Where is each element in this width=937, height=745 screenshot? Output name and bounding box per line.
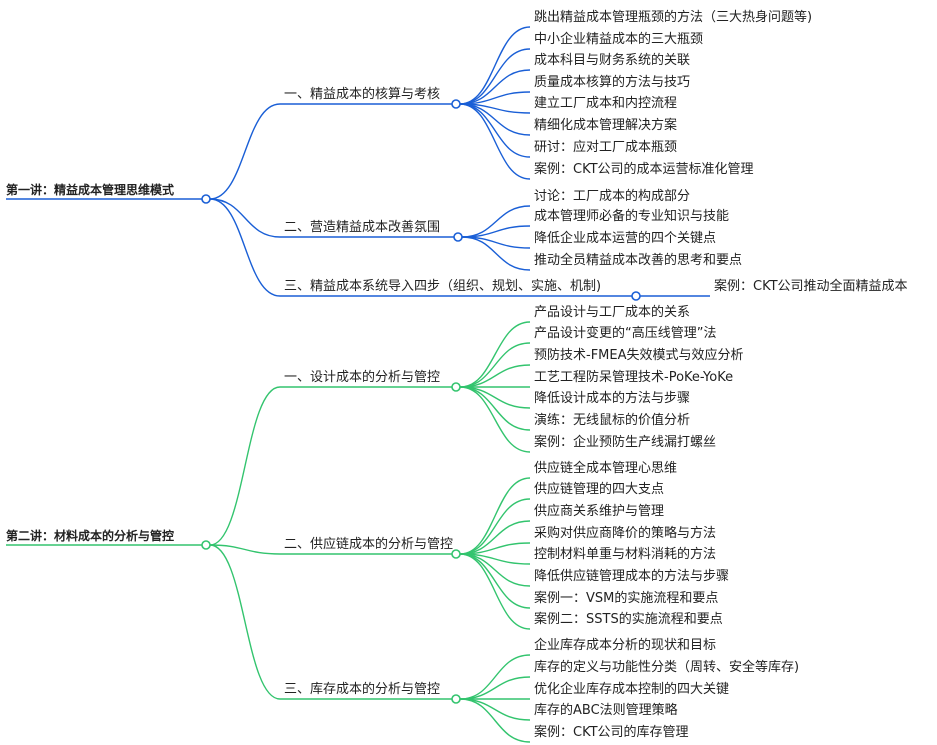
- link-item-2-2-7: [459, 553, 531, 609]
- list-item: 降低设计成本的方法与步骤: [534, 391, 691, 406]
- list-item: 中小企业精益成本的三大瓶颈: [534, 32, 704, 47]
- list-item: 供应链管理的四大支点: [534, 482, 665, 497]
- list-item: 案例：CKT公司推动全面精益成本: [714, 279, 908, 294]
- link-section1-branch1: [209, 103, 281, 200]
- list-item: 供应商关系维护与管理: [534, 504, 665, 519]
- link-section2-branch3: [209, 544, 281, 700]
- list-item: 优化企业库存成本控制的四大关键: [534, 682, 730, 697]
- link-item-2-1-6: [459, 386, 531, 431]
- list-item: 讨论：工厂成本的构成部分: [534, 189, 691, 204]
- branch-node-1-3[interactable]: [631, 291, 641, 301]
- link-item-2-3-5: [459, 698, 531, 743]
- section-node-2[interactable]: [201, 540, 211, 550]
- section-node-1[interactable]: [201, 194, 211, 204]
- list-item: 推动全员精益成本改善的思考和要点: [534, 253, 743, 268]
- list-item: 降低企业成本运营的四个关键点: [534, 231, 717, 246]
- link-section1-branch2: [209, 198, 281, 238]
- list-item: 产品设计与工厂成本的关系: [534, 305, 691, 320]
- link-section2-branch1: [209, 386, 281, 546]
- link-item-2-3-2: [459, 676, 531, 700]
- list-item: 案例一：VSM的实施流程和要点: [534, 591, 719, 606]
- branch-node-2-3[interactable]: [451, 694, 461, 704]
- branch-title-2-2: 二、供应链成本的分析与管控: [284, 537, 454, 552]
- link-item-1-1-2: [459, 48, 531, 105]
- link-item-2-2-2: [459, 498, 531, 555]
- link-section1-branch3: [209, 198, 281, 297]
- link-item-2-1-3: [459, 364, 531, 388]
- branch-title-1-1: 一、精益成本的核算与考核: [284, 87, 441, 102]
- link-item-1-2-4: [461, 236, 531, 271]
- list-item: 采购对供应商降价的策略与方法: [534, 526, 717, 541]
- branch-node-1-2[interactable]: [453, 232, 463, 242]
- list-item: 预防技术-FMEA失效模式与效应分析: [534, 348, 744, 363]
- link-item-1-1-3: [459, 69, 531, 105]
- branch-node-2-2[interactable]: [451, 549, 461, 559]
- list-item: 成本管理师必备的专业知识与技能: [534, 209, 730, 224]
- list-item: 库存的ABC法则管理策略: [534, 703, 678, 718]
- branch-node-2-1[interactable]: [451, 382, 461, 392]
- list-item: 产品设计变更的“高压线管理”法: [534, 326, 717, 341]
- branch-title-2-3: 三、库存成本的分析与管控: [284, 682, 441, 697]
- link-item-2-1-1: [459, 321, 531, 388]
- link-item-2-3-1: [459, 654, 531, 700]
- link-item-2-2-1: [459, 477, 531, 555]
- list-item: 降低供应链管理成本的方法与步骤: [534, 569, 730, 584]
- link-item-1-2-1: [461, 205, 531, 238]
- list-item: 工艺工程防呆管理技术-PoKe-YoKe: [534, 370, 734, 385]
- branch-title-2-1: 一、设计成本的分析与管控: [284, 370, 441, 385]
- list-item: 精细化成本管理解决方案: [534, 118, 678, 133]
- list-item: 案例：CKT公司的成本运营标准化管理: [534, 162, 754, 177]
- list-item: 案例：CKT公司的库存管理: [534, 725, 689, 740]
- branch-node-1-1[interactable]: [451, 99, 461, 109]
- list-item: 案例二：SSTS的实施流程和要点: [534, 612, 723, 627]
- branch-title-1-2: 二、营造精益成本改善氛围: [284, 220, 441, 235]
- list-item: 库存的定义与功能性分类（周转、安全等库存): [534, 660, 800, 675]
- link-item-2-2-8: [459, 553, 531, 630]
- list-item: 企业库存成本分析的现状和目标: [534, 638, 717, 653]
- section-title-2: 第二讲：材料成本的分析与管控: [6, 529, 175, 543]
- list-item: 供应链全成本管理心思维: [534, 461, 678, 476]
- link-item-2-1-5: [459, 386, 531, 409]
- link-item-2-1-2: [459, 342, 531, 388]
- section-title-1: 第一讲：精益成本管理思维模式: [6, 183, 175, 197]
- list-item: 案例：企业预防生产线漏打螺丝: [534, 435, 717, 450]
- link-section2-branch2: [209, 544, 281, 555]
- list-item: 研讨：应对工厂成本瓶颈: [534, 140, 678, 155]
- link-item-1-1-8: [459, 103, 531, 180]
- link-item-1-1-1: [459, 26, 531, 105]
- list-item: 成本科目与财务系统的关联: [534, 53, 691, 68]
- list-item: 跳出精益成本管理瓶颈的方法（三大热身问题等): [534, 10, 813, 25]
- branch-title-1-3: 三、精益成本系统导入四步（组织、规划、实施、机制): [284, 279, 602, 294]
- link-item-2-1-7: [459, 386, 531, 453]
- link-item-2-3-4: [459, 698, 531, 721]
- link-item-2-2-3: [459, 520, 531, 555]
- list-item: 建立工厂成本和内控流程: [534, 96, 678, 111]
- list-item: 质量成本核算的方法与技巧: [534, 75, 691, 90]
- list-item: 控制材料单重与材料消耗的方法: [534, 547, 717, 562]
- list-item: 演练：无线鼠标的价值分析: [534, 413, 691, 428]
